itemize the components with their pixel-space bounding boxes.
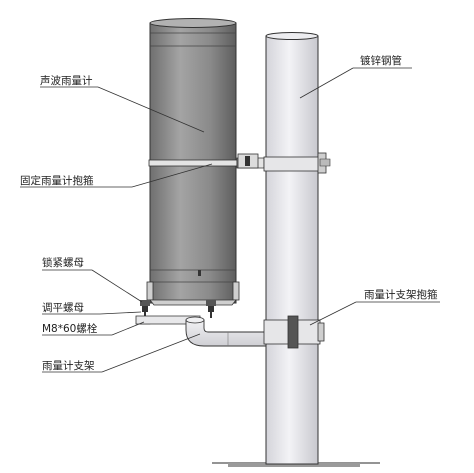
label-galvanized-pipe: 镀锌钢管	[360, 54, 402, 67]
leader-lines	[20, 67, 440, 373]
gauge-bracket	[135, 300, 267, 347]
label-bolt: M8*60螺栓	[42, 322, 98, 335]
bracket-support-clamp	[263, 315, 325, 349]
label-gauge-bracket: 雨量计支架	[42, 359, 95, 372]
label-lock-nut: 锁紧螺母	[42, 256, 84, 269]
label-support-clamp: 雨量计支架抱箍	[364, 288, 438, 301]
label-rain-gauge: 声波雨量计	[40, 74, 93, 87]
label-fixing-clamp: 固定雨量计抱箍	[20, 174, 94, 187]
label-leveling-nut: 调平螺母	[42, 302, 84, 314]
galvanized-steel-pipe	[265, 32, 319, 465]
gauge-fixing-clamp	[148, 152, 331, 174]
